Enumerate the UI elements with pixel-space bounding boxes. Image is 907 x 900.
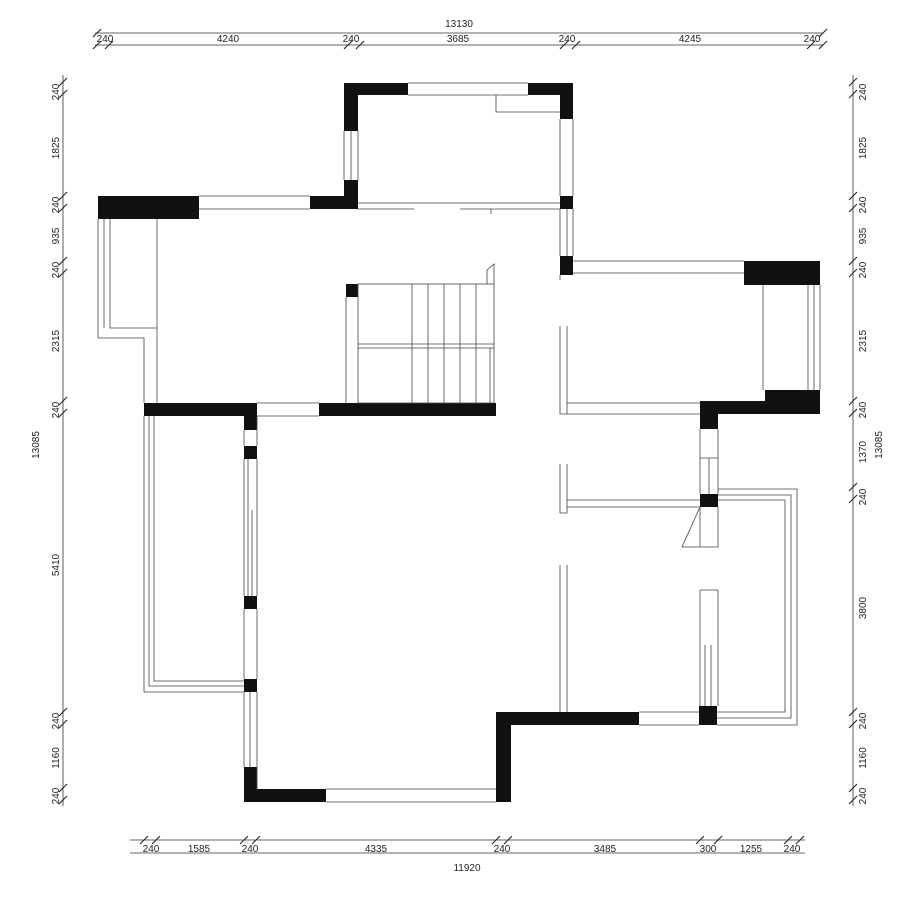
- dim-left-4: 935: [51, 227, 62, 244]
- dimension-top: 13130 240 4240 240 3685 240 4245 240: [92, 19, 828, 50]
- dim-bottom-1: 240: [143, 844, 160, 855]
- dimension-left: 240 1825 240 935 240 2315 240 5410 240 1…: [31, 75, 68, 806]
- dim-right-8: 1370: [858, 440, 869, 463]
- dim-right-5: 240: [858, 261, 869, 278]
- dim-right-1: 240: [858, 83, 869, 100]
- dimension-right: 240 1825 240 935 240 2315 240 1370 240 3…: [848, 75, 885, 806]
- dim-bottom-total: 11920: [453, 863, 481, 874]
- dim-left-10: 1160: [51, 747, 62, 769]
- dim-right-12: 1160: [858, 747, 869, 769]
- walls: [98, 83, 820, 802]
- dim-right-7: 240: [858, 401, 869, 418]
- dim-right-6: 2315: [858, 329, 869, 352]
- dim-right-4: 935: [858, 227, 869, 244]
- dim-top-3: 240: [343, 34, 360, 45]
- dim-bottom-2: 1585: [188, 844, 211, 855]
- dim-right-3: 240: [858, 196, 869, 213]
- dim-top-2: 4240: [217, 34, 240, 45]
- dim-left-total: 13085: [31, 431, 42, 459]
- dim-bottom-9: 240: [784, 844, 801, 855]
- dim-bottom-7: 300: [700, 844, 717, 855]
- dim-right-11: 240: [858, 712, 869, 729]
- dim-right-10: 3800: [858, 596, 869, 619]
- dim-top-1: 240: [97, 34, 114, 45]
- dim-left-5: 240: [51, 261, 62, 278]
- dim-bottom-8: 1255: [740, 844, 763, 855]
- dim-bottom-3: 240: [242, 844, 259, 855]
- dim-left-7: 240: [51, 401, 62, 418]
- dim-left-11: 240: [51, 787, 62, 804]
- dim-left-3: 240: [51, 196, 62, 213]
- dim-bottom-6: 3485: [594, 844, 617, 855]
- dim-right-2: 1825: [858, 136, 869, 159]
- dim-bottom-4: 4335: [365, 844, 388, 855]
- dim-right-13: 240: [858, 787, 869, 804]
- thin-lines: [97, 82, 821, 803]
- dim-top-7: 240: [804, 34, 821, 45]
- dim-left-1: 240: [51, 83, 62, 100]
- dim-left-8: 5410: [51, 553, 62, 576]
- dim-bottom-5: 240: [494, 844, 511, 855]
- dimension-bottom: 240 1585 240 4335 240 3485 300 1255 240 …: [130, 835, 805, 874]
- dim-left-9: 240: [51, 712, 62, 729]
- dim-left-6: 2315: [51, 329, 62, 352]
- dim-left-2: 1825: [51, 136, 62, 159]
- dim-top-6: 4245: [679, 34, 702, 45]
- dim-top-5: 240: [559, 34, 576, 45]
- dim-right-9: 240: [858, 488, 869, 505]
- dim-top-total: 13130: [445, 19, 473, 30]
- dim-top-4: 3685: [447, 34, 470, 45]
- dim-right-total: 13085: [874, 431, 885, 459]
